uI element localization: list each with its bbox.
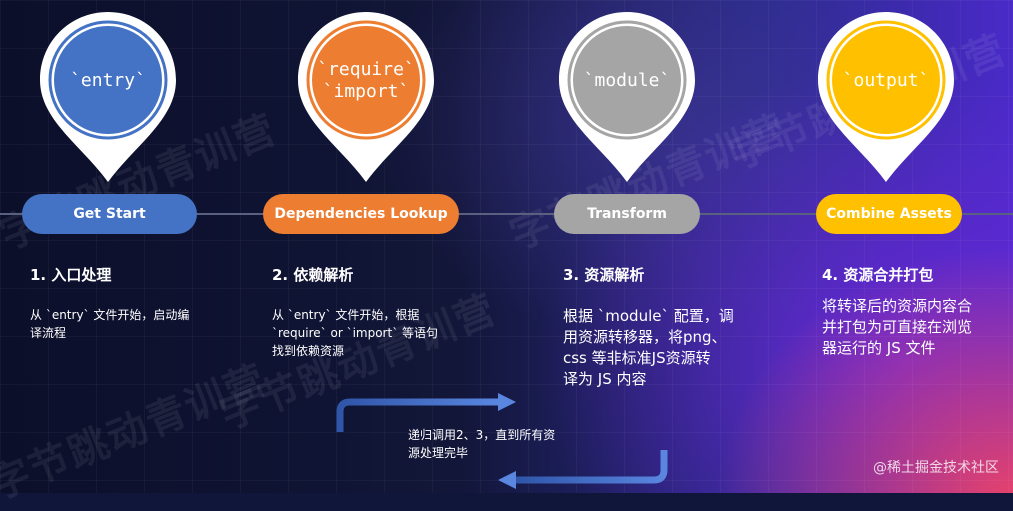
map-pin-icon — [298, 12, 434, 182]
step-title: 3. 资源解析 — [563, 266, 645, 284]
pin-label: `output` — [842, 70, 930, 91]
description-line: 译流程 — [30, 326, 67, 340]
description-line: 找到依赖资源 — [272, 344, 345, 358]
step-description: 将转译后的资源内容合 并打包为可直接在浏览 器运行的 JS 文件 — [822, 296, 972, 359]
arrowhead-left-icon — [498, 471, 516, 489]
map-pin-icon — [818, 12, 954, 182]
pin-ring — [48, 20, 168, 140]
description-line: 译为 JS 内容 — [563, 370, 647, 388]
pin-ring — [567, 20, 687, 140]
step-description: 根据 `module` 配置，调 用资源转移器，将png、 css 等非标准JS… — [563, 306, 734, 390]
pin-label: `import` — [322, 81, 410, 102]
arrowhead-right-icon — [498, 393, 516, 411]
description-line: css 等非标准JS资源转 — [563, 349, 711, 367]
step-title: 1. 入口处理 — [30, 266, 112, 284]
pin-fill — [832, 26, 940, 134]
loop-arrows — [336, 393, 668, 489]
description-line: 用资源转移器，将png、 — [563, 328, 727, 346]
loop-caption-line: 递归调用2、3，直到所有资 — [408, 428, 556, 442]
pin-label: `module` — [583, 70, 671, 91]
map-pin-icon — [559, 12, 695, 182]
source-credit: @稀土掘金技术社区 — [873, 460, 999, 476]
stage-pill-transform: Transform — [554, 194, 700, 234]
loop-caption-line: 源处理完毕 — [408, 446, 469, 460]
step-description: 从 `entry` 文件开始，启动编 译流程 — [30, 306, 189, 342]
description-line: 将转译后的资源内容合 — [822, 297, 973, 315]
pin-fill — [573, 26, 681, 134]
description-line: 从 `entry` 文件开始，启动编 — [30, 308, 190, 322]
pin-module: `module` — [553, 8, 701, 184]
pin-label: `entry` — [70, 70, 146, 91]
stage-pill-dependencies-lookup: Dependencies Lookup — [263, 194, 459, 234]
step-title: 4. 资源合并打包 — [822, 266, 934, 284]
pin-require-import: `require` `import` — [292, 8, 440, 184]
pin-ring — [306, 20, 426, 140]
description-line: 根据 `module` 配置，调 — [563, 307, 734, 325]
arrow-forward-icon — [336, 398, 498, 432]
description-line: 器运行的 JS 文件 — [822, 339, 936, 357]
pin-fill — [312, 26, 420, 134]
step-description: 从 `entry` 文件开始，根据 `require` or `import` … — [272, 306, 438, 360]
arrow-return-icon — [516, 450, 668, 484]
loop-caption: 递归调用2、3，直到所有资 源处理完毕 — [408, 426, 618, 462]
description-line: 并打包为可直接在浏览 — [822, 318, 973, 336]
timeline-line — [0, 213, 1013, 215]
pin-output: `output` — [812, 8, 960, 184]
pin-label: `require` — [317, 59, 415, 80]
description-line: `require` or `import` 等语句 — [272, 326, 439, 340]
step-title: 2. 依赖解析 — [272, 266, 354, 284]
stage-pill-get-start: Get Start — [22, 194, 197, 234]
stage-pill-combine-assets: Combine Assets — [816, 194, 962, 234]
map-pin-icon — [40, 12, 176, 182]
pin-entry: `entry` — [34, 8, 182, 184]
description-line: 从 `entry` 文件开始，根据 — [272, 308, 420, 322]
pin-fill — [54, 26, 162, 134]
pin-ring — [826, 20, 946, 140]
